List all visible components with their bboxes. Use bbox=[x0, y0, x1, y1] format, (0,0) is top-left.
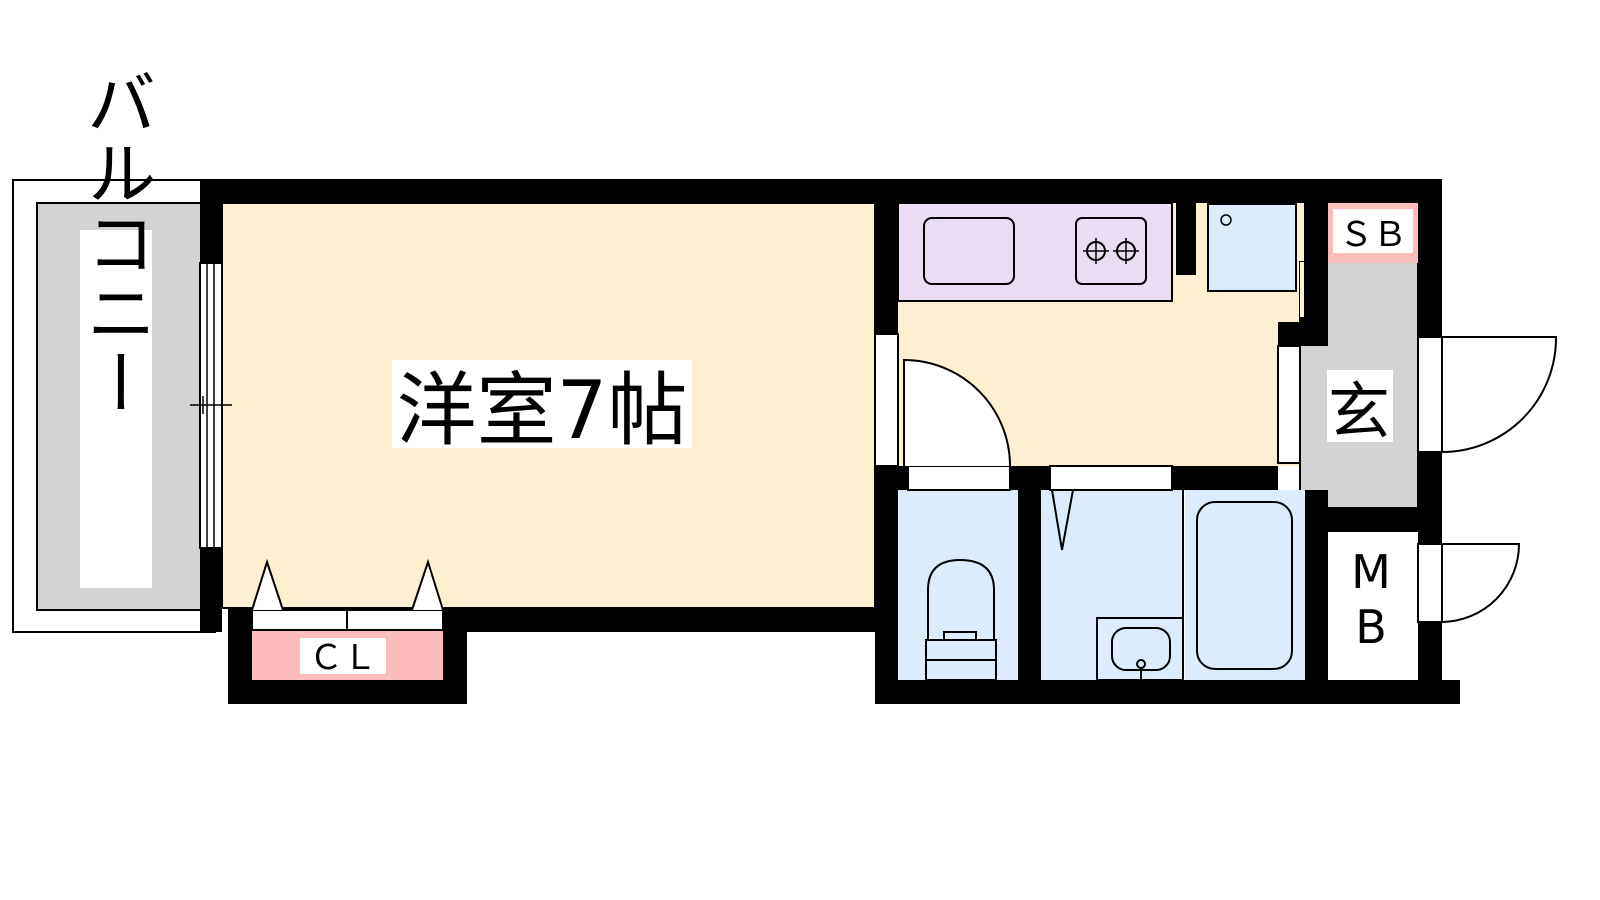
washing-machine-mark bbox=[1051, 489, 1074, 551]
meter-box bbox=[1328, 532, 1418, 680]
entrance-label: 玄 bbox=[1328, 375, 1390, 448]
closet-doors bbox=[251, 558, 444, 631]
meter-box-label-top: M bbox=[1351, 545, 1391, 599]
bathtub-icon bbox=[1196, 501, 1293, 670]
balcony bbox=[12, 179, 216, 633]
sink-basin bbox=[923, 217, 1015, 285]
western-room-label: 洋室7帖 bbox=[397, 364, 688, 457]
shoe-box-label: ＳＢ bbox=[1339, 215, 1407, 255]
refrigerator-space bbox=[1207, 203, 1297, 292]
washbasin-icon bbox=[1096, 617, 1184, 681]
balcony-window bbox=[190, 262, 232, 549]
meter-box-door bbox=[1417, 543, 1521, 623]
toilet-icon bbox=[925, 558, 997, 681]
walls bbox=[200, 179, 1460, 704]
washroom-door-opening bbox=[1049, 465, 1173, 491]
entrance-side-window bbox=[1277, 345, 1301, 464]
front-door bbox=[1417, 336, 1558, 453]
stove-icon bbox=[1075, 217, 1147, 285]
drain-icon bbox=[1220, 214, 1232, 226]
closet-label: ＣＬ bbox=[309, 638, 377, 678]
balcony-label: バルコニー bbox=[75, 67, 157, 417]
meter-box-label-bottom: B bbox=[1355, 600, 1387, 654]
toilet-door bbox=[903, 358, 1011, 491]
kitchen-window bbox=[874, 333, 899, 467]
